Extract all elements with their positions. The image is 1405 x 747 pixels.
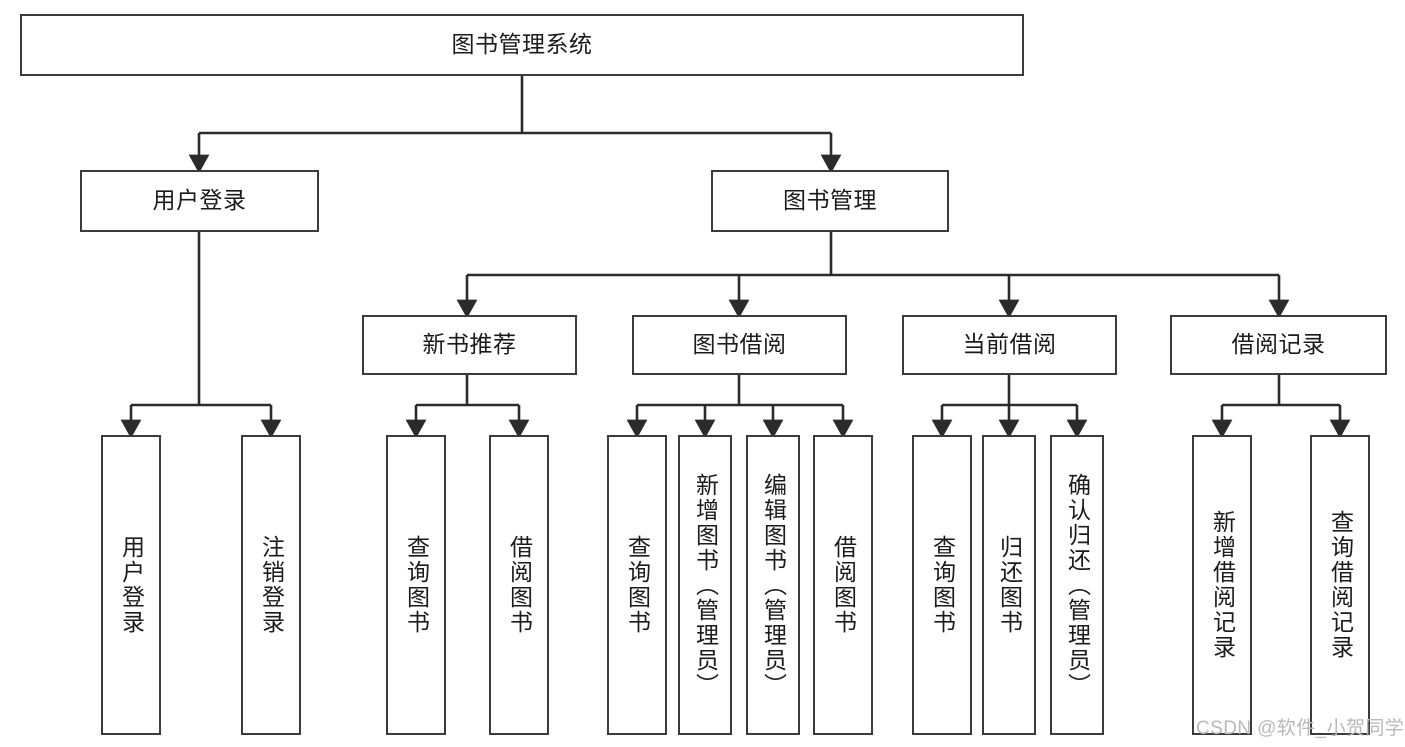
node-leaf-query-record[interactable]: 查询借阅记录 [1310,435,1370,735]
node-current-borrow-label: 当前借阅 [962,331,1057,358]
node-leaf-user-logout-label: 注销登录 [258,535,285,635]
csdn-watermark: CSDN @软件_小贺同学 [1196,718,1405,739]
node-leaf-borrow-book-1-label: 借阅图书 [506,535,533,635]
node-leaf-borrow-book-2-label: 借阅图书 [830,535,857,635]
node-book-manage-label: 图书管理 [783,187,877,214]
node-leaf-query-record-label: 查询借阅记录 [1327,510,1354,660]
node-leaf-query-book-1-label: 查询图书 [403,535,430,635]
node-borrow-record-label: 借阅记录 [1231,331,1326,358]
node-user-login-label: 用户登录 [152,187,247,214]
node-leaf-query-book-2[interactable]: 查询图书 [607,435,667,735]
node-book-borrow-label: 图书借阅 [692,331,787,358]
node-book-manage[interactable]: 图书管理 [711,170,949,232]
node-leaf-query-book-1[interactable]: 查询图书 [386,435,446,735]
node-leaf-add-record[interactable]: 新增借阅记录 [1192,435,1252,735]
node-book-borrow[interactable]: 图书借阅 [632,315,847,375]
node-leaf-add-book[interactable]: 新增图书（管理员） [678,435,732,735]
node-leaf-confirm-return-label: 确认归还（管理员） [1064,472,1091,698]
node-leaf-borrow-book-1[interactable]: 借阅图书 [489,435,549,735]
node-leaf-user-login-label: 用户登录 [118,535,145,635]
node-leaf-query-book-2-label: 查询图书 [624,535,651,635]
node-leaf-edit-book[interactable]: 编辑图书（管理员） [746,435,800,735]
node-user-login[interactable]: 用户登录 [80,170,319,232]
node-borrow-record[interactable]: 借阅记录 [1170,315,1387,375]
node-leaf-edit-book-label: 编辑图书（管理员） [760,472,787,698]
node-leaf-query-book-3-label: 查询图书 [929,535,956,635]
node-root-label: 图书管理系统 [451,31,593,58]
node-leaf-return-book-label: 归还图书 [996,535,1023,635]
node-current-borrow[interactable]: 当前借阅 [902,315,1117,375]
node-leaf-borrow-book-2[interactable]: 借阅图书 [813,435,873,735]
node-leaf-return-book[interactable]: 归还图书 [982,435,1036,735]
node-leaf-add-book-label: 新增图书（管理员） [692,472,719,698]
node-new-book-recommend[interactable]: 新书推荐 [362,315,577,375]
node-leaf-user-login[interactable]: 用户登录 [101,435,161,735]
node-root[interactable]: 图书管理系统 [20,14,1024,76]
node-leaf-confirm-return[interactable]: 确认归还（管理员） [1050,435,1104,735]
node-leaf-add-record-label: 新增借阅记录 [1209,510,1236,660]
node-leaf-query-book-3[interactable]: 查询图书 [912,435,972,735]
node-new-book-recommend-label: 新书推荐 [422,331,517,358]
node-leaf-user-logout[interactable]: 注销登录 [241,435,301,735]
